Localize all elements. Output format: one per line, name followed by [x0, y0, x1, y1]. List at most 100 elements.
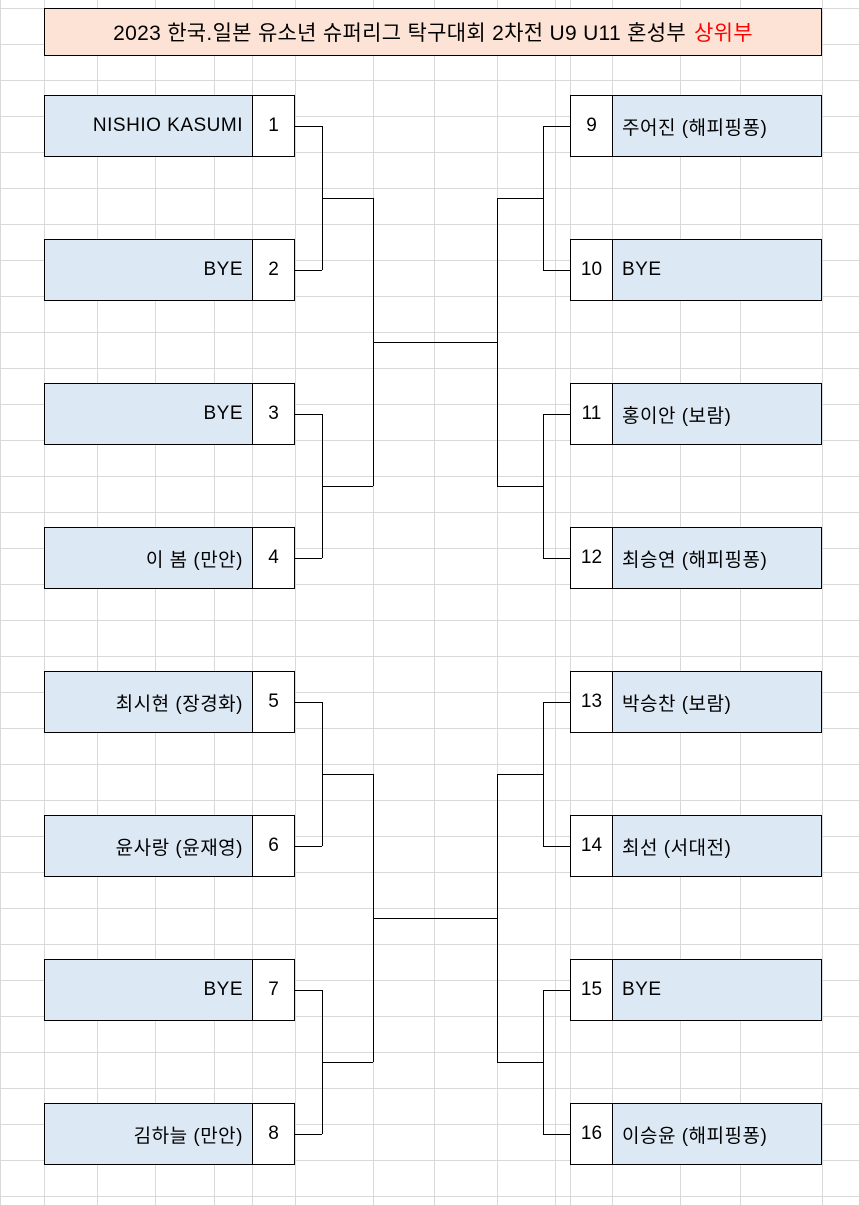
grid-line-horizontal [0, 1088, 859, 1089]
connector-line-horizontal [295, 414, 322, 415]
player-seed-cell[interactable]: 14 [570, 815, 613, 877]
player-seed-cell[interactable]: 5 [252, 671, 295, 733]
grid-line-vertical [497, 0, 498, 1205]
grid-line-horizontal [0, 656, 859, 657]
title-main-text: 2023 한국.일본 유소년 슈퍼리그 탁구대회 2차전 U9 U11 혼성부 [113, 22, 686, 45]
connector-line-vertical [543, 414, 544, 558]
player-name-cell[interactable]: 홍이안 (보람) [612, 383, 822, 445]
grid-line-horizontal [0, 332, 859, 333]
connector-line-horizontal [295, 270, 322, 271]
player-seed-cell[interactable]: 2 [252, 239, 295, 301]
player-name-cell[interactable]: 이승윤 (해피핑퐁) [612, 1103, 822, 1165]
connector-line-horizontal [322, 774, 373, 775]
grid-line-horizontal [0, 1196, 859, 1197]
grid-line-horizontal [0, 1052, 859, 1053]
player-name-cell[interactable]: NISHIO KASUMI [44, 95, 253, 157]
connector-line-horizontal [543, 270, 570, 271]
player-seed-cell[interactable]: 1 [252, 95, 295, 157]
grid-line-horizontal [0, 728, 859, 729]
grid-line-horizontal [0, 476, 859, 477]
connector-line-horizontal [295, 558, 322, 559]
player-seed-cell[interactable]: 11 [570, 383, 613, 445]
player-name-cell[interactable]: 주어진 (해피핑퐁) [612, 95, 822, 157]
player-name-cell[interactable]: 최선 (서대전) [612, 815, 822, 877]
connector-line-horizontal [543, 126, 570, 127]
player-seed-cell[interactable]: 3 [252, 383, 295, 445]
grid-line-vertical [295, 0, 296, 1205]
grid-line-vertical [680, 0, 681, 1205]
player-seed-cell[interactable]: 16 [570, 1103, 613, 1165]
grid-line-horizontal [0, 296, 859, 297]
connector-line-horizontal [322, 1062, 373, 1063]
grid-line-horizontal [0, 260, 859, 261]
connector-line-horizontal [434, 918, 497, 919]
connector-line-horizontal [543, 702, 570, 703]
player-name-cell[interactable]: BYE [44, 383, 253, 445]
grid-line-horizontal [0, 836, 859, 837]
grid-line-horizontal [0, 548, 859, 549]
player-name-cell[interactable]: 박승찬 (보람) [612, 671, 822, 733]
grid-line-vertical [570, 0, 571, 1205]
player-seed-cell[interactable]: 7 [252, 959, 295, 1021]
connector-line-horizontal [497, 1062, 543, 1063]
player-seed-cell[interactable]: 8 [252, 1103, 295, 1165]
grid-line-horizontal [0, 152, 859, 153]
grid-line-vertical [252, 0, 253, 1205]
connector-line-vertical [497, 198, 498, 486]
grid-line-vertical [555, 0, 556, 1205]
grid-line-horizontal [0, 1124, 859, 1125]
grid-line-horizontal [0, 800, 859, 801]
grid-line-vertical [0, 0, 1, 1205]
player-name-cell[interactable]: 최시현 (장경화) [44, 671, 253, 733]
grid-line-horizontal [0, 980, 859, 981]
grid-line-horizontal [0, 512, 859, 513]
grid-line-horizontal [0, 1016, 859, 1017]
player-name-cell[interactable]: 이 봄 (만안) [44, 527, 253, 589]
player-name-cell[interactable]: BYE [44, 239, 253, 301]
tournament-title: 2023 한국.일본 유소년 슈퍼리그 탁구대회 2차전 U9 U11 혼성부 … [44, 8, 822, 56]
player-name-cell[interactable]: BYE [44, 959, 253, 1021]
connector-line-vertical [543, 702, 544, 846]
player-name-cell[interactable]: 최승연 (해피핑퐁) [612, 527, 822, 589]
player-seed-cell[interactable]: 9 [570, 95, 613, 157]
connector-line-horizontal [543, 414, 570, 415]
grid-line-vertical [214, 0, 215, 1205]
player-seed-cell[interactable]: 15 [570, 959, 613, 1021]
player-seed-cell[interactable]: 13 [570, 671, 613, 733]
connector-line-vertical [497, 774, 498, 1062]
connector-line-horizontal [373, 342, 434, 343]
connector-line-horizontal [322, 486, 373, 487]
connector-line-horizontal [322, 198, 373, 199]
grid-line-horizontal [0, 188, 859, 189]
player-name-cell[interactable]: BYE [612, 239, 822, 301]
connector-line-horizontal [295, 990, 322, 991]
player-seed-cell[interactable]: 6 [252, 815, 295, 877]
grid-line-horizontal [0, 116, 859, 117]
grid-line-horizontal [0, 368, 859, 369]
grid-line-horizontal [0, 764, 859, 765]
connector-line-horizontal [543, 846, 570, 847]
player-seed-cell[interactable]: 10 [570, 239, 613, 301]
player-seed-cell[interactable]: 4 [252, 527, 295, 589]
player-name-cell[interactable]: BYE [612, 959, 822, 1021]
player-seed-cell[interactable]: 12 [570, 527, 613, 589]
grid-line-horizontal [0, 908, 859, 909]
connector-line-horizontal [295, 1134, 322, 1135]
connector-line-horizontal [295, 846, 322, 847]
grid-line-horizontal [0, 584, 859, 585]
connector-line-horizontal [295, 126, 322, 127]
connector-line-horizontal [497, 486, 543, 487]
player-name-cell[interactable]: 김하늘 (만안) [44, 1103, 253, 1165]
grid-line-vertical [155, 0, 156, 1205]
grid-line-vertical [373, 0, 374, 1205]
grid-line-vertical [44, 0, 45, 1205]
grid-line-vertical [740, 0, 741, 1205]
player-name-cell[interactable]: 윤사랑 (윤재영) [44, 815, 253, 877]
connector-line-horizontal [543, 558, 570, 559]
connector-line-horizontal [497, 198, 543, 199]
connector-line-horizontal [373, 918, 434, 919]
grid-line-horizontal [0, 80, 859, 81]
grid-line-horizontal [0, 692, 859, 693]
